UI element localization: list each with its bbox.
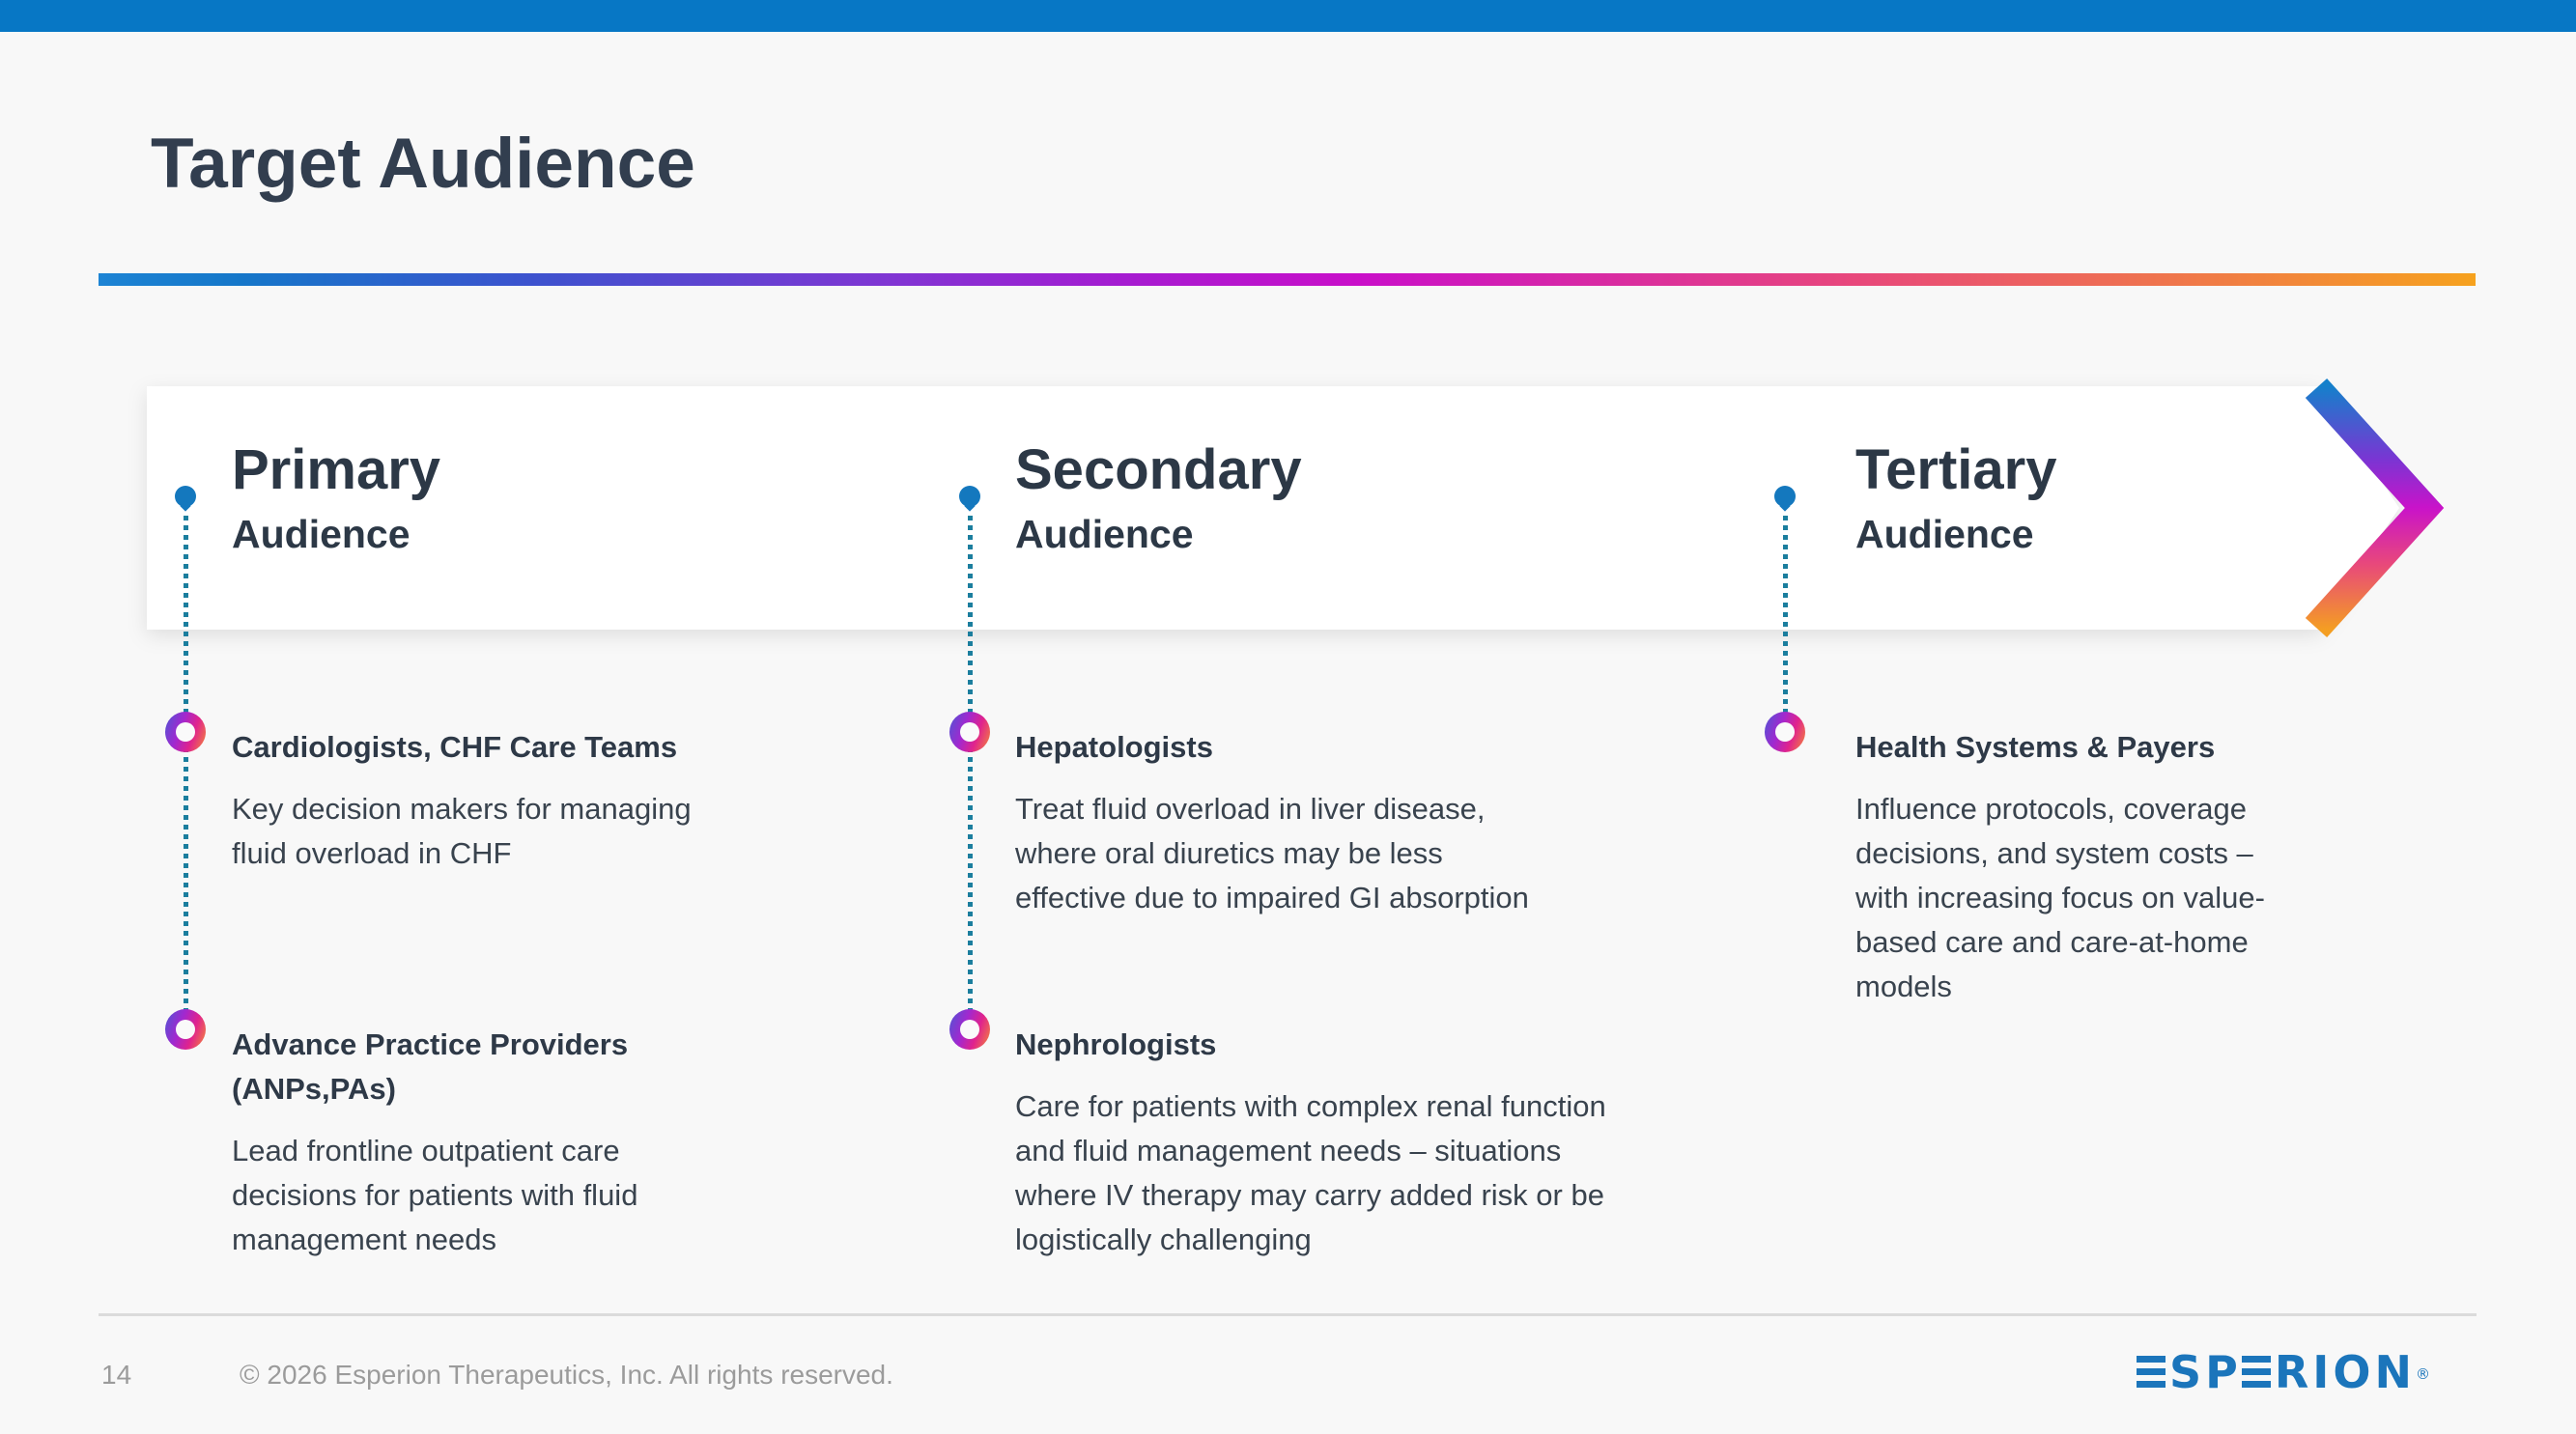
slide-title: Target Audience <box>151 125 695 203</box>
item-heading: Health Systems & Payers <box>1855 730 2216 764</box>
logo-letter-e <box>2241 1356 2271 1388</box>
bullet-ring-icon <box>949 1009 990 1050</box>
bullet-ring-icon <box>165 1009 206 1050</box>
tier-name: Tertiary <box>1855 438 2057 501</box>
logo-letter-e <box>2137 1356 2166 1388</box>
tier-sub-label: Audience <box>1855 512 2034 556</box>
bullet-ring-icon <box>1765 712 1805 752</box>
copyright-text: © 2026 Esperion Therapeutics, Inc. All r… <box>240 1360 893 1390</box>
tier-header-primary: Primary Audience <box>232 440 440 558</box>
pin-dot-icon <box>175 486 196 507</box>
tier-sub-label: Audience <box>1015 512 1194 556</box>
tier-header-tertiary: Tertiary Audience <box>1855 440 2056 558</box>
item-body: Influence protocols, coverage decisions,… <box>1855 792 2265 1003</box>
audience-item-nephrologists: Nephrologists Care for patients with com… <box>1015 1005 1923 1279</box>
bullet-ring-icon <box>949 712 990 752</box>
tier-sub-label: Audience <box>232 512 410 556</box>
header-bar <box>0 0 2576 32</box>
registered-mark: ® <box>2416 1365 2431 1383</box>
tier-header-secondary: Secondary Audience <box>1015 440 1302 558</box>
timeline-dotted-line <box>184 516 188 1029</box>
tier-name: Primary <box>232 438 441 501</box>
timeline-dotted-line <box>1783 516 1788 734</box>
audience-item-hepatologists: Hepatologists Treat fluid overload in li… <box>1015 708 1884 938</box>
item-body: Key decision makers for managing fluid o… <box>232 792 692 870</box>
audience-item-cardiologists: Cardiologists, CHF Care Teams Key decisi… <box>232 708 869 893</box>
pin-dot-icon <box>1774 486 1796 507</box>
timeline-dotted-line <box>968 516 973 1029</box>
bullet-ring-icon <box>165 712 206 752</box>
audience-banner-card <box>147 386 2399 630</box>
item-heading: Hepatologists <box>1015 730 1213 764</box>
item-body: Care for patients with complex renal fun… <box>1015 1089 1606 1256</box>
page-number: 14 <box>101 1360 132 1390</box>
footer-divider <box>99 1313 2477 1316</box>
pin-dot-icon <box>959 486 980 507</box>
item-body: Lead frontline outpatient care decisions… <box>232 1134 638 1256</box>
audience-item-health-systems-payers: Health Systems & Payers Influence protoc… <box>1855 708 2435 1026</box>
tier-name: Secondary <box>1015 438 1302 501</box>
item-heading: Nephrologists <box>1015 1027 1217 1061</box>
item-heading: Advance Practice Providers (ANPs,PAs) <box>232 1027 629 1106</box>
title-gradient-divider <box>99 273 2476 286</box>
item-heading: Cardiologists, CHF Care Teams <box>232 730 678 764</box>
audience-item-advance-practice-providers: Advance Practice Providers (ANPs,PAs) Le… <box>232 1005 869 1279</box>
item-body: Treat fluid overload in liver disease, w… <box>1015 792 1529 914</box>
